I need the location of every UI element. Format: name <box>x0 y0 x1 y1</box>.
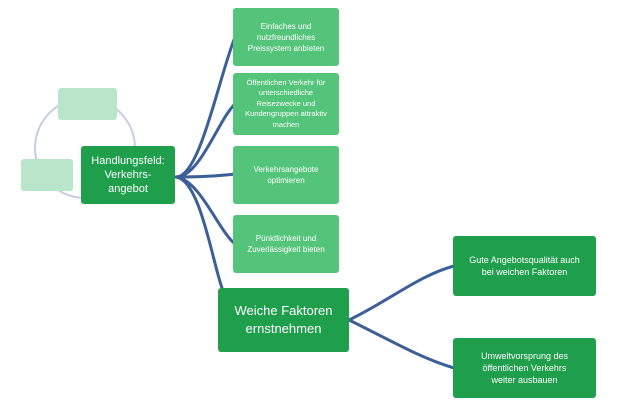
connector-to-soft-measure-2 <box>347 318 456 370</box>
measure-node-3: Verkehrsangebote optimieren <box>233 146 339 204</box>
connector-to-measure-4 <box>174 175 237 246</box>
measure-1-line2: nutzfreundliches <box>256 32 316 42</box>
measure-2-line2: unterschiedliche <box>258 88 314 98</box>
soft-measure-1-line1: Gute Angebotsqualität auch <box>469 255 580 265</box>
soft-factors-line1: Weiche Faktoren <box>234 303 333 318</box>
connectors-main <box>174 35 237 290</box>
measure-4-line1: Pünktlichkeit und <box>255 234 317 243</box>
measure-4-line2: Zuverlässigkeit bieten <box>247 245 325 254</box>
main-node-line2: Verkehrs- <box>104 169 152 181</box>
connector-to-measure-1 <box>174 35 237 179</box>
main-node-line3: angebot <box>108 183 148 195</box>
soft-measure-node-1: Gute Angebotsqualität auch bei weichen F… <box>453 236 596 296</box>
measure-2-line5: machen <box>272 119 300 129</box>
connector-to-measure-2 <box>174 102 237 179</box>
measure-node-4: Pünktlichkeit und Zuverlässigkeit bieten <box>233 215 339 273</box>
soft-measure-node-2: Umweltvorsprung des öffentlichen Verkehr… <box>453 338 596 398</box>
measure-2-line1: Öffentlichen Verkehr für <box>246 77 326 87</box>
connector-to-measure-3 <box>174 172 237 179</box>
measure-node-2: Öffentlichen Verkehr für unterschiedlich… <box>233 73 339 135</box>
soft-measure-2-line3: weiter ausbauen <box>491 375 558 385</box>
main-node-line1: Handlungsfeld: <box>91 155 165 167</box>
measure-2-line4: Kundengruppen attraktiv <box>245 109 327 119</box>
main-node-handlungsfeld: Handlungsfeld: Verkehrs- angebot <box>81 146 175 204</box>
measure-1-line3: Preissystem anbieten <box>247 43 325 53</box>
cycle-node-left <box>21 159 73 191</box>
soft-measure-2-line2: öffentlichen Verkehrs <box>482 363 567 373</box>
soft-measure-2-line1: Umweltvorsprung des <box>480 351 569 361</box>
soft-factors-line2: ernstnehmen <box>245 321 322 336</box>
connector-to-soft-factors <box>174 175 224 290</box>
connectors-soft <box>347 264 456 370</box>
soft-measure-1-line2: bei weichen Faktoren <box>481 267 568 277</box>
measure-node-1: Einfaches und nutzfreundliches Preissyst… <box>233 8 339 66</box>
connector-to-soft-measure-1 <box>347 264 456 322</box>
soft-factors-node: Weiche Faktoren ernstnehmen <box>218 288 349 352</box>
measure-3-line2: optimieren <box>267 176 305 185</box>
measure-1-line1: Einfaches und <box>260 21 312 31</box>
measure-3-line1: Verkehrsangebote <box>253 165 319 174</box>
measure-2-line3: Reisezwecke und <box>256 98 316 108</box>
cycle-node-top <box>58 88 117 120</box>
